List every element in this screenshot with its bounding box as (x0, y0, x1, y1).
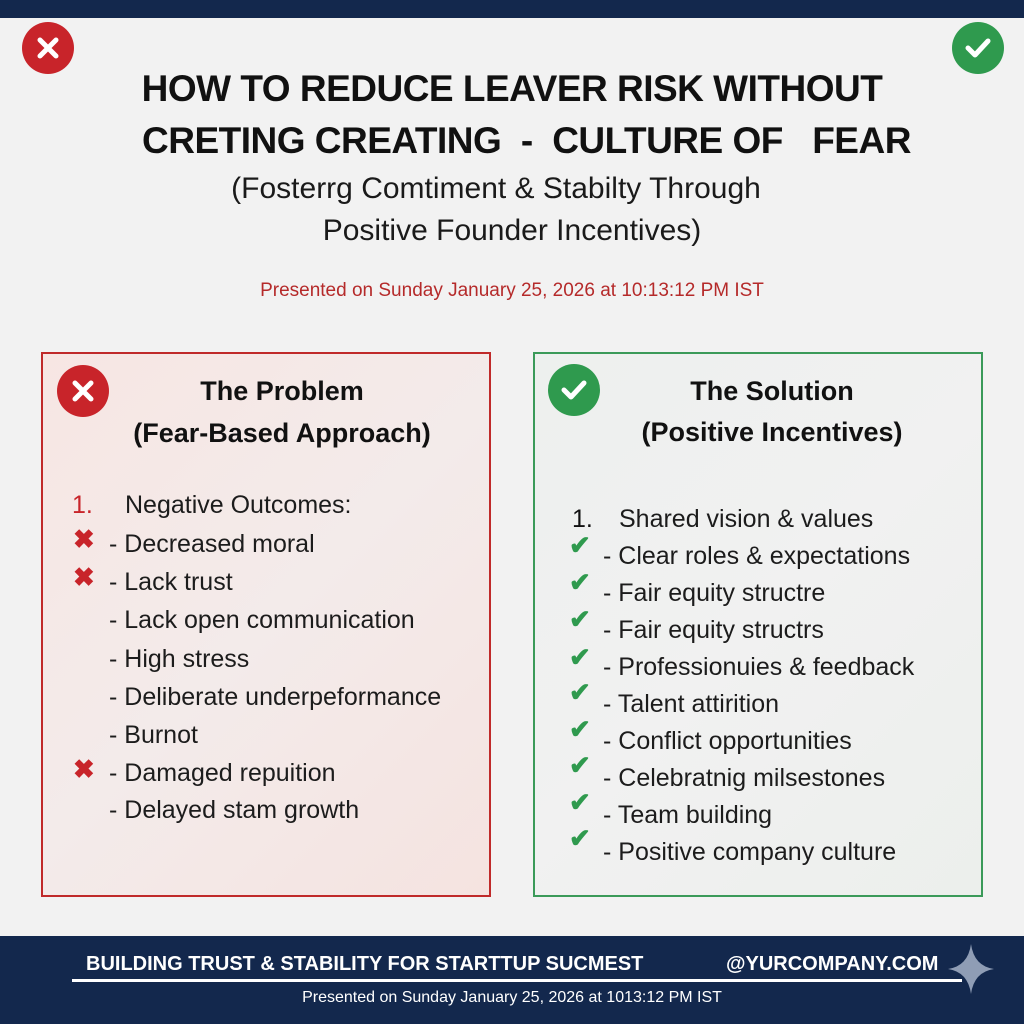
check-mark-icon: ✔ (569, 530, 591, 560)
list-item: - Lack trust (109, 568, 233, 596)
list-item: - Damaged repuition (109, 759, 336, 787)
list-item: - Team building (603, 801, 773, 829)
title-line-1: HOW TO REDUCE LEAVER RISK WITHOUT (141, 68, 883, 109)
solution-panel: The Solution (Positive Incentives) 1. Sh… (533, 352, 983, 897)
check-mark-icon: ✔ (569, 677, 591, 707)
check-mark-icon: ✔ (569, 750, 591, 780)
list-number: 1. (572, 505, 593, 533)
list-item: - Clear roles & expectations (603, 542, 911, 570)
check-circle-icon (548, 364, 600, 416)
title-line-2: CRETING CREATING - CULTURE OF FEAR (142, 120, 911, 161)
subtitle-line-2: Positive Founder Incentives) (322, 214, 702, 247)
top-bar (0, 0, 1024, 18)
list-item: - Fair equity structrs (603, 616, 824, 644)
list-item: - Burnot (109, 721, 198, 749)
check-mark-icon: ✔ (569, 567, 591, 597)
footer-bar: BUILDING TRUST & STABILITY FOR STARTTUP … (0, 936, 1024, 1024)
x-mark-icon: ✖ (73, 562, 95, 592)
subtitle-line-1: (Fosterrg Comtiment & Stabilty Through (231, 172, 761, 205)
solution-subtitle: (Positive Incentives) (641, 417, 903, 447)
list-item: - Talent attirition (603, 690, 780, 718)
problem-title: The Problem (200, 376, 364, 406)
problem-subtitle: (Fear-Based Approach) (133, 418, 431, 448)
list-item: Negative Outcomes: (125, 491, 352, 519)
check-mark-icon: ✔ (569, 642, 591, 672)
list-item: - Positive company culture (603, 838, 897, 866)
presented-date: Presented on Sunday January 25, 2026 at … (260, 280, 764, 301)
x-mark-icon: ✖ (73, 524, 95, 554)
footer-handle: @YURCOMPANY.COM (726, 953, 939, 975)
check-mark-icon: ✔ (569, 787, 591, 817)
check-mark-icon: ✔ (569, 604, 591, 634)
list-item: - Fair equity structre (603, 579, 826, 607)
check-mark-icon: ✔ (569, 823, 591, 853)
list-item: - Professionuies & feedback (603, 653, 915, 681)
sparkle-star-icon (948, 944, 994, 994)
x-mark-icon: ✖ (73, 754, 95, 784)
footer-divider (72, 979, 962, 982)
list-item: - Delayed stam growth (109, 796, 360, 824)
footer-date: Presented on Sunday January 25, 2026 at … (302, 989, 722, 1006)
check-circle-icon (952, 22, 1004, 74)
list-item: - Deliberate underpeformance (109, 683, 442, 711)
x-circle-icon (22, 22, 74, 74)
solution-title: The Solution (690, 376, 854, 406)
problem-panel: The Problem (Fear-Based Approach) 1. Neg… (41, 352, 491, 897)
list-item: - Decreased moral (109, 530, 315, 558)
list-item: - Celebratnig milsestones (603, 764, 886, 792)
list-item: - High stress (109, 645, 250, 673)
list-number: 1. (72, 491, 93, 519)
check-mark-icon: ✔ (569, 714, 591, 744)
footer-tagline: BUILDING TRUST & STABILITY FOR STARTTUP … (86, 953, 644, 975)
list-item: - Lack open communication (109, 606, 415, 634)
list-item: Shared vision & values (619, 505, 874, 533)
x-circle-icon (57, 365, 109, 417)
list-item: - Conflict opportunities (603, 727, 852, 755)
